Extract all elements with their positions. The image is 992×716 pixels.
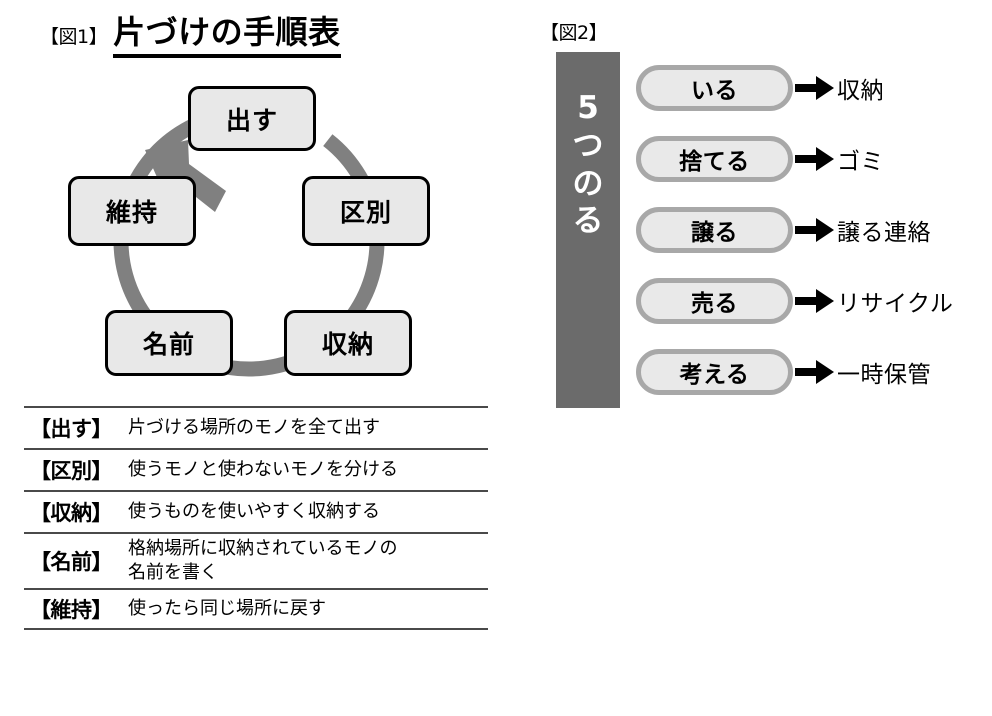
cycle-node-namae: 名前 [105,310,233,376]
figure1-heading: 【図1】 片づけの手順表 [40,13,341,58]
figure1-tag: 【図1】 [40,26,108,48]
step-description: 使ったら同じ場所に戻す [128,597,326,619]
list-item: いる 収納 [636,52,992,123]
cycle-node-shuuno: 収納 [284,310,412,376]
table-row: 【区別】 使うモノと使わないモノを分ける [24,448,488,490]
vertical-caption-char: る [572,203,604,240]
destination-label: ゴミ [837,148,884,175]
figure2-rows: いる 収納 捨てる ゴミ 譲る [636,52,992,407]
figure1-title: 片づけの手順表 [113,13,341,51]
destination-label: 一時保管 [837,361,931,388]
step-label: 【維持】 [30,597,113,622]
steps-table: 【出す】 片づける場所のモノを全て出す 【区別】 使うモノと使わないモノを分ける… [24,406,488,630]
step-description: 使うものを使いやすく収納する [128,501,380,523]
vertical-caption-bar: 5 つ の る [556,52,620,408]
cycle-node-dasu: 出す [188,86,316,151]
step-label: 【名前】 [30,549,113,574]
figure2-body: 5 つ の る いる 収納 捨てる [510,52,992,412]
cycle-node-kubetsu: 区別 [302,176,430,246]
action-pill-kangaeru: 考える [636,348,793,395]
action-pill-uru: 売る [636,277,793,324]
vertical-caption-char: つ [572,127,604,164]
action-pill-iru: いる [636,64,793,111]
figure2-panel: 【図2】 5 つ の る いる 収納 捨てる [510,0,992,716]
list-item: 捨てる ゴミ [636,123,992,194]
destination-label: 収納 [837,77,884,104]
right-arrow-icon [793,146,837,172]
step-description: 格納場所に収納されているモノの名前を書く [128,538,398,583]
right-arrow-icon [793,288,837,314]
list-item: 考える 一時保管 [636,336,992,407]
action-pill-yuzuru: 譲る [636,206,793,253]
figure2-tag: 【図2】 [540,22,608,44]
table-row: 【収納】 使うものを使いやすく収納する [24,490,488,532]
vertical-caption-char: の [572,165,604,202]
right-arrow-icon [793,75,837,101]
figure1-title-underline: 片づけの手順表 [113,13,341,58]
right-arrow-icon [793,217,837,243]
cycle-node-iji: 維持 [68,176,196,246]
cycle-diagram: 出す 区別 収納 名前 維持 [55,78,455,403]
step-label: 【収納】 [30,501,113,525]
list-item: 売る リサイクル [636,265,992,336]
step-description: 片づける場所のモノを全て出す [128,417,380,439]
table-row: 【出す】 片づける場所のモノを全て出す [24,406,488,448]
figure1-panel: 【図1】 片づけの手順表 出す 区別 収納 名前 維持 【出す】 片づける場所の… [24,13,488,630]
table-row: 【維持】 使ったら同じ場所に戻す [24,587,488,630]
step-label: 【出す】 [30,417,113,441]
step-description: 使うモノと使わないモノを分ける [128,459,398,481]
list-item: 譲る 譲る連絡 [636,194,992,265]
table-row: 【名前】 格納場所に収納されているモノの名前を書く [24,532,488,588]
destination-label: リサイクル [837,290,954,317]
action-pill-suteru: 捨てる [636,135,793,182]
vertical-caption-char: 5 [577,90,599,126]
destination-label: 譲る連絡 [837,219,931,246]
step-label: 【区別】 [30,459,113,483]
right-arrow-icon [793,359,837,385]
